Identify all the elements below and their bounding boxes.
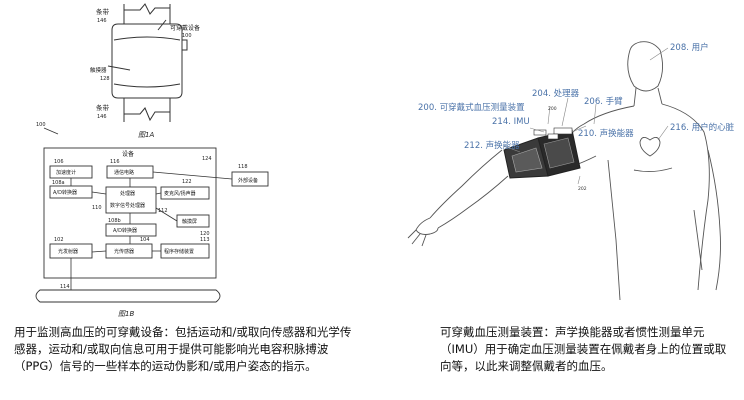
fig1b-ref-124: 124	[202, 156, 212, 162]
fig1b-adc2: A/D转换器	[113, 227, 137, 234]
figure-2-drawing: 208. 用户 204. 处理器 200. 可穿戴式血压测量装置 206. 手臂…	[407, 41, 735, 301]
fig1a-strap-top-num: 146	[97, 18, 107, 24]
fig1b-ref-116: 116	[110, 159, 120, 165]
fig1a-device-num: 100	[182, 33, 192, 39]
fig1a-strap-bottom-num: 146	[97, 114, 107, 120]
fig1b-ref-112: 112	[158, 208, 168, 214]
fig1b-ext-device: 外部设备	[238, 177, 258, 184]
label-user: 208. 用户	[670, 42, 709, 53]
fig1a-sensor-label: 触摸器	[90, 66, 107, 74]
fig1b-ref-106: 106	[54, 159, 64, 165]
fig1a-strap-top-label: 条带	[96, 7, 110, 16]
fig1b-dsp: 数字信号处理器	[110, 202, 145, 209]
label-arm: 206. 手臂	[584, 96, 623, 107]
label-bp-device: 200. 可穿戴式血压测量装置	[418, 102, 525, 113]
figure-1-drawing: 条带 146 可穿戴设备 100 触摸器 128 条带 146 图1A	[35, 3, 269, 318]
fig1b-title: 设备	[122, 150, 134, 158]
fig1a-watch	[107, 3, 188, 122]
fig1b-caption: 图1B	[118, 310, 134, 318]
fig1b-accel: 加速度计	[56, 169, 76, 176]
user-body-outline	[407, 41, 721, 301]
fig1b-adc1: A/D转换器	[53, 189, 77, 196]
figure-1-panel: 条带 146 可穿戴设备 100 触摸器 128 条带 146 图1A	[35, 3, 269, 318]
fig1b-ref-113: 113	[200, 237, 210, 243]
fig1b-ref-102: 102	[54, 237, 64, 243]
right-caption: 可穿戴血压测量装置：声学换能器或者惯性测量单元（IMU）用于确定血压测量装置在佩…	[440, 325, 727, 373]
fig1b-connectors	[43, 127, 233, 290]
label-transducer-212: 212. 声换能器	[464, 140, 520, 151]
fig2-leader-lines	[503, 47, 669, 185]
fig2-num-200: 200	[548, 106, 557, 112]
figure-2-panel: 208. 用户 204. 处理器 200. 可穿戴式血压测量装置 206. 手臂…	[372, 0, 744, 400]
fig1b-ref-main: 100	[36, 122, 46, 128]
fig1b-ref-110: 110	[92, 205, 102, 211]
fig1a-sensor-num: 128	[100, 76, 110, 82]
fig1b-ref-114: 114	[60, 284, 70, 290]
label-transducer-210: 210. 声换能器	[578, 128, 634, 139]
fig1b-comm: 通信电路	[114, 169, 134, 176]
label-heart: 216. 用户的心脏	[670, 122, 735, 133]
fig1b-display: 触摸屏	[182, 218, 197, 225]
fig1b-ref-104: 104	[140, 237, 150, 243]
fig1b-ref-108a: 108a	[52, 180, 65, 186]
fig1a-strap-bottom-label: 条带	[96, 103, 110, 112]
fig1b-storage: 程序存储装置	[164, 248, 194, 255]
fig1b-mic: 麦克风/扬声器	[164, 190, 196, 197]
label-processor: 204. 处理器	[532, 88, 580, 99]
fig2-num-202: 202	[578, 186, 587, 192]
label-imu: 214. IMU	[492, 117, 530, 127]
fig1a-device-label: 可穿戴设备	[170, 24, 200, 32]
left-caption: 用于监测高血压的可穿戴设备：包括运动和/或取向传感器和光学传感器，运动和/或取向…	[14, 325, 352, 373]
bp-cuff-device	[503, 127, 581, 179]
fig1b-photo: 光传感器	[114, 248, 134, 255]
fig1b-processor: 处理器	[120, 190, 135, 197]
fig1b-ref-108b: 108b	[108, 218, 121, 224]
fig1b-ref-118: 118	[238, 164, 248, 170]
fig1b-ref-120: 120	[200, 231, 210, 237]
fig1b-light: 光发射器	[58, 248, 78, 255]
fig1a-caption: 图1A	[138, 131, 154, 139]
fig1b-ref-122: 122	[182, 179, 192, 185]
